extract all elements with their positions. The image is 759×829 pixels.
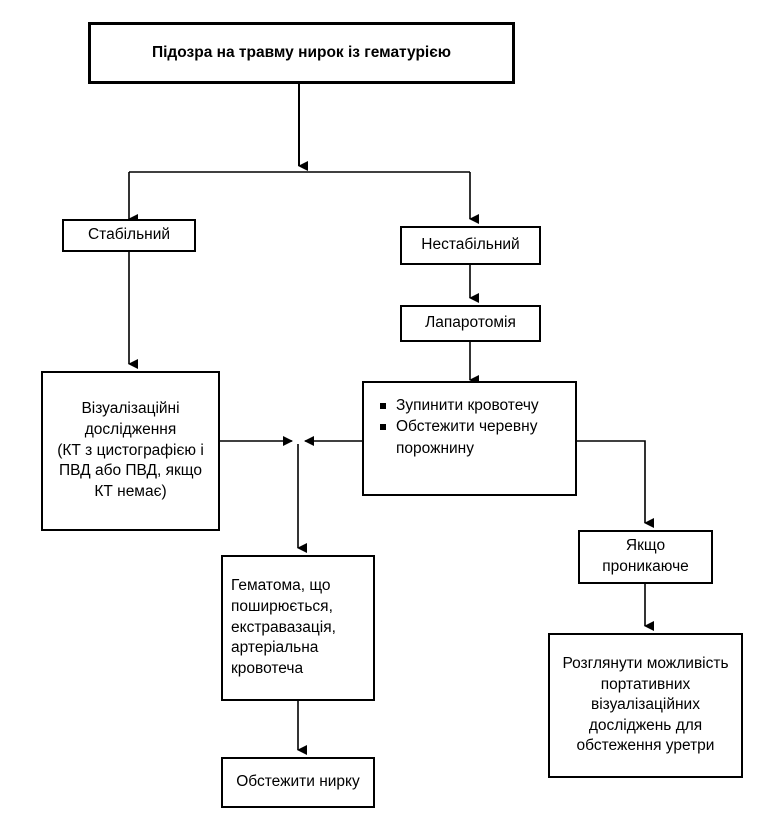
- node-stable[interactable]: Стабільний: [62, 219, 196, 252]
- node-imaging-studies-label: Візуалізаційні дослідження (КТ з цистогр…: [57, 400, 204, 500]
- node-portable-imaging-label: Розглянути можливість портативних візуал…: [562, 654, 729, 755]
- node-operative-actions[interactable]: Зупинити кровотечу Обстежити черевну пор…: [362, 381, 577, 496]
- node-suspected-renal-trauma[interactable]: Підозра на травму нирок із гематурією: [88, 22, 515, 84]
- operative-actions-list: Зупинити кровотечу Обстежити черевну пор…: [378, 395, 565, 459]
- node-explore-kidney-label: Обстежити нирку: [236, 773, 360, 791]
- node-expanding-hematoma-label: Гематома, що поширюється, екстравазація,…: [231, 577, 336, 677]
- node-if-penetrating[interactable]: Якщо проникаюче: [578, 530, 713, 584]
- node-unstable-label: Нестабільний: [421, 236, 520, 254]
- node-stable-label: Стабільний: [87, 226, 171, 244]
- node-unstable[interactable]: Нестабільний: [400, 226, 541, 265]
- node-laparotomy[interactable]: Лапаротомія: [400, 305, 541, 342]
- connector-operative-to-if-penetrating: [576, 440, 654, 528]
- node-if-penetrating-label: Якщо проникаюче: [602, 537, 689, 575]
- node-portable-imaging[interactable]: Розглянути можливість портативних візуал…: [548, 633, 743, 778]
- node-expanding-hematoma[interactable]: Гематома, що поширюється, екстравазація,…: [221, 555, 375, 701]
- node-explore-kidney[interactable]: Обстежити нирку: [221, 757, 375, 808]
- node-laparotomy-label: Лапаротомія: [425, 314, 516, 332]
- operative-action-explore-abdomen: Обстежити черевну порожнину: [378, 416, 565, 459]
- node-suspected-renal-trauma-label: Підозра на травму нирок із гематурією: [151, 43, 452, 61]
- node-imaging-studies[interactable]: Візуалізаційні дослідження (КТ з цистогр…: [41, 371, 220, 531]
- connector-split-bar: [128, 171, 479, 224]
- operative-action-stop-bleeding: Зупинити кровотечу: [378, 395, 565, 416]
